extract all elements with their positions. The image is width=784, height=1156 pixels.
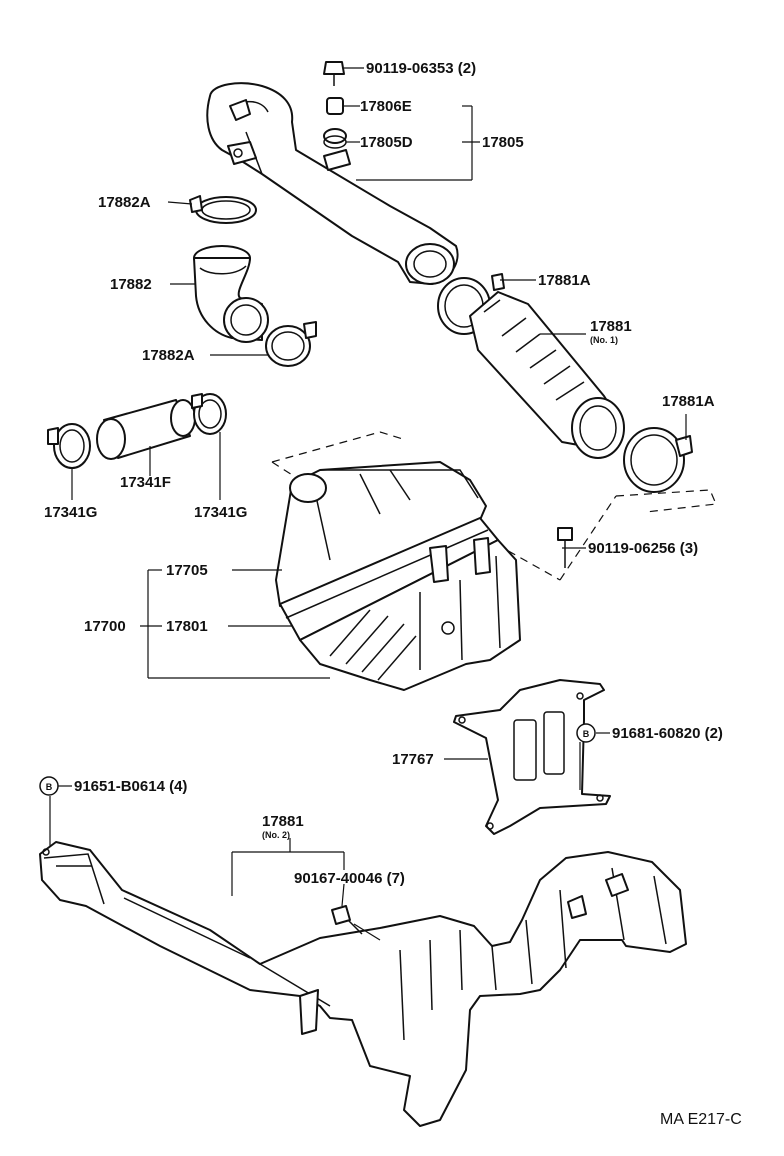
label-17805d: 17805D	[360, 134, 413, 151]
label-17806e: 17806E	[360, 98, 412, 115]
label-17882a-top: 17882A	[98, 194, 151, 211]
label-90119-06256: 90119-06256 (3)	[588, 540, 698, 557]
clamp-17881a-right-icon	[623, 427, 693, 493]
label-17881a-right: 17881A	[662, 393, 715, 410]
bracket-17767-icon	[453, 679, 611, 835]
clamp-17882a-top-icon	[189, 195, 257, 224]
label-17341g-right: 17341G	[194, 504, 247, 521]
label-91651-b0614: 91651-B0614 (4)	[74, 778, 187, 795]
air-cleaner-hose-17881-no1-icon	[469, 291, 625, 459]
bolt-90119-06256-icon	[557, 527, 573, 568]
intake-duct-17881-no2-icon	[39, 841, 687, 1127]
label-17341g-left: 17341G	[44, 504, 97, 521]
label-17881-no1-sub: (No. 1)	[590, 335, 618, 345]
b-marker-91681: B	[576, 723, 596, 743]
label-17801: 17801	[166, 618, 208, 635]
b-marker-91651: B	[39, 776, 59, 796]
label-17882: 17882	[110, 276, 152, 293]
label-17881a-top: 17881A	[538, 272, 591, 289]
label-90119-06353: 90119-06353 (2)	[366, 60, 476, 77]
clamp-17882a-bottom-icon	[265, 321, 317, 367]
hose-17341f-icon	[96, 399, 196, 460]
leader-lines	[49, 67, 687, 941]
label-17705: 17705	[166, 562, 208, 579]
clamp-17341g-left-icon	[47, 423, 91, 469]
label-17881-no2-sub: (No. 2)	[262, 830, 290, 840]
collar-17806e-icon	[326, 97, 344, 115]
bolt-90119-06353-icon	[323, 61, 345, 86]
label-90167-40046: 90167-40046 (7)	[294, 870, 405, 887]
intake-pipe-drawing	[206, 82, 459, 285]
label-17805: 17805	[482, 134, 524, 151]
screw-90167-40046-icon	[331, 905, 363, 935]
label-17881-no1: 17881	[590, 318, 632, 335]
label-17767: 17767	[392, 751, 434, 768]
svg-text:B: B	[583, 729, 590, 739]
svg-text:B: B	[46, 782, 53, 792]
label-91681-60820: 91681-60820 (2)	[612, 725, 723, 742]
air-cleaner-dashed-outline	[271, 431, 717, 581]
air-cleaner-17700-icon	[275, 461, 521, 691]
label-17881-no2: 17881	[262, 813, 304, 830]
grommet-17805d-icon	[323, 128, 347, 149]
pipe-bracket-icon	[323, 149, 351, 171]
label-17341f: 17341F	[120, 474, 171, 491]
clamp-17341g-right-icon	[191, 393, 227, 435]
label-17700: 17700	[84, 618, 126, 635]
figure-reference: MA E217-C	[660, 1111, 742, 1128]
air-hose-17882-icon	[193, 245, 269, 343]
label-17882a-bottom: 17882A	[142, 347, 195, 364]
